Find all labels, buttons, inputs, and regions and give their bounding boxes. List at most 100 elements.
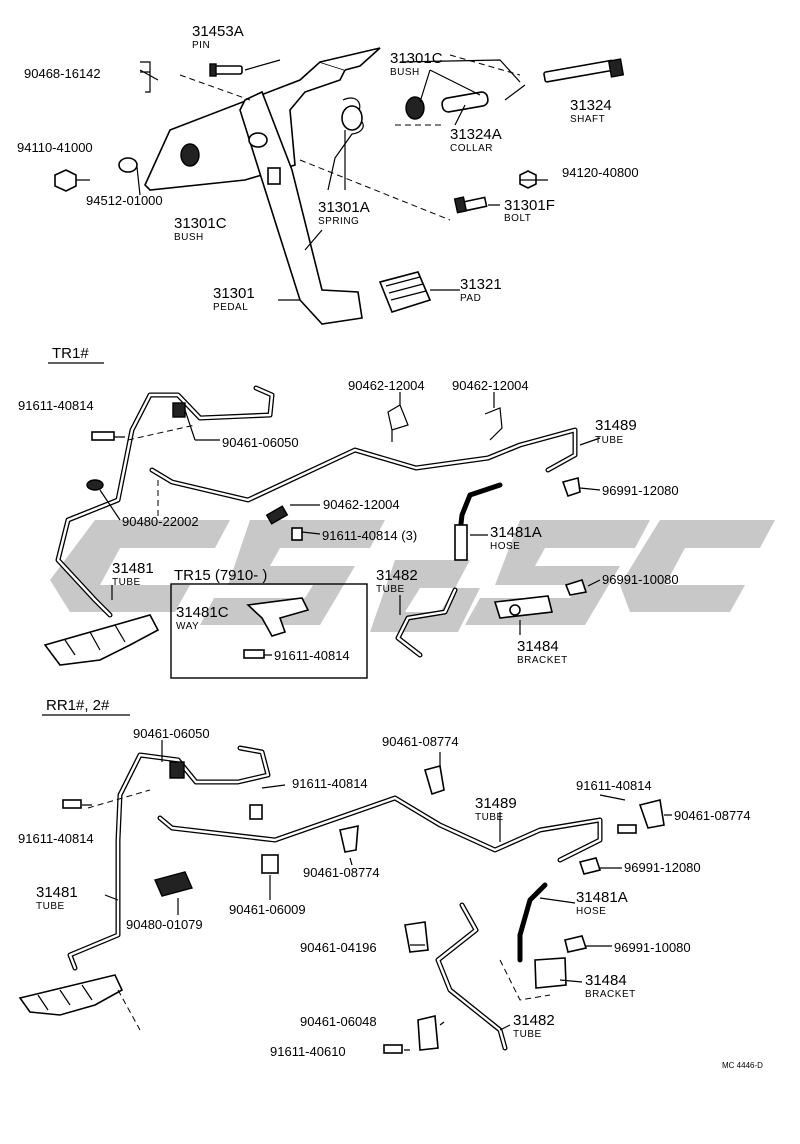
label-a14: 31481C bbox=[176, 604, 229, 621]
bracket-icon bbox=[534, 957, 567, 989]
label-b14: 90461-04196 bbox=[300, 940, 377, 955]
label-b9: 96991-12080 bbox=[624, 860, 701, 875]
rr-assembly bbox=[18, 740, 672, 1054]
label-b8: 90461-08774 bbox=[303, 865, 380, 880]
label-a16-name: BRACKET bbox=[517, 655, 568, 666]
label-b4-name: TUBE bbox=[475, 812, 504, 823]
label-b12: 31481A bbox=[576, 889, 628, 906]
label-31301: 31301 bbox=[213, 285, 255, 302]
way-icon bbox=[246, 597, 310, 637]
label-a15: 91611-40814 bbox=[274, 648, 350, 663]
label-b4: 31489 bbox=[475, 795, 517, 812]
label-b10-name: TUBE bbox=[36, 901, 65, 912]
label-a14-name: WAY bbox=[176, 621, 199, 632]
label-b2: 90461-08774 bbox=[382, 734, 459, 749]
label-a11-name: TUBE bbox=[112, 577, 141, 588]
section-title-tr15: TR15 (7910- ) bbox=[174, 567, 267, 584]
label-b5: 91611-40814 bbox=[576, 778, 652, 793]
label-a3: 90462-12004 bbox=[452, 378, 529, 393]
label-a12: 31482 bbox=[376, 567, 418, 584]
label-b6: 91611-40814 bbox=[18, 831, 94, 846]
label-31301-name: PEDAL bbox=[213, 302, 248, 313]
label-31324A: 31324A bbox=[450, 126, 502, 143]
clip-icon bbox=[387, 404, 409, 442]
label-b18: 31482 bbox=[513, 1012, 555, 1029]
bolt-icon bbox=[62, 799, 82, 809]
label-31324A-name: COLLAR bbox=[450, 143, 493, 154]
label-94512: 94512-01000 bbox=[86, 193, 163, 208]
master-cylinder-icon bbox=[43, 614, 160, 666]
label-31321: 31321 bbox=[460, 276, 502, 293]
label-b1: 90461-06050 bbox=[133, 726, 210, 741]
label-b19: 91611-40610 bbox=[270, 1044, 346, 1059]
label-b13: 90480-01079 bbox=[126, 917, 203, 932]
label-a8: 90480-22002 bbox=[122, 514, 199, 529]
bush-icon bbox=[180, 143, 200, 167]
section-title-rr: RR1#, 2# bbox=[46, 697, 110, 714]
tr15-inset: TR15 (7910- ) bbox=[170, 567, 368, 679]
label-31301C-bottom: 31301C bbox=[174, 215, 227, 232]
label-31321-name: PAD bbox=[460, 293, 481, 304]
washer-icon bbox=[118, 157, 138, 173]
label-94120: 94120-40800 bbox=[562, 165, 639, 180]
label-a10: 31481A bbox=[490, 524, 542, 541]
label-b7: 90461-08774 bbox=[674, 808, 751, 823]
label-b10: 31481 bbox=[36, 884, 78, 901]
rr-labels: 90461-06050 90461-08774 91611-40814 3148… bbox=[18, 726, 751, 1059]
label-a11: 31481 bbox=[112, 560, 154, 577]
label-31453A: 31453A bbox=[192, 23, 244, 40]
clip-icon bbox=[139, 61, 159, 93]
tr1-labels: 91611-40814 90462-12004 90462-12004 3148… bbox=[18, 378, 679, 666]
label-31301A: 31301A bbox=[318, 199, 370, 216]
shaft-icon bbox=[543, 59, 615, 83]
pedal-assembly bbox=[54, 47, 625, 325]
label-b18-name: TUBE bbox=[513, 1029, 542, 1040]
bolt-icon bbox=[243, 649, 265, 659]
label-a10-name: HOSE bbox=[490, 541, 520, 552]
tr1-assembly bbox=[43, 385, 601, 666]
nut-icon bbox=[54, 169, 77, 192]
label-a1: 91611-40814 bbox=[18, 398, 94, 413]
label-b3: 91611-40814 bbox=[292, 776, 368, 791]
pedal-labels: 31453A PIN 90468-16142 31301C BUSH 31324… bbox=[17, 23, 639, 313]
label-a9: 91611-40814 (3) bbox=[322, 528, 417, 543]
label-31453A-name: PIN bbox=[192, 40, 210, 51]
watermark-logo bbox=[50, 520, 775, 632]
label-b12-name: HOSE bbox=[576, 906, 606, 917]
master-cylinder-icon bbox=[18, 974, 124, 1016]
label-a4: 31489 bbox=[595, 417, 637, 434]
label-b11: 90461-06009 bbox=[229, 902, 306, 917]
label-a4-name: TUBE bbox=[595, 435, 624, 446]
label-a5: 90461-06050 bbox=[222, 435, 299, 450]
label-31301A-name: SPRING bbox=[318, 216, 359, 227]
label-b17: 90461-06048 bbox=[300, 1014, 377, 1029]
label-b16: 31484 bbox=[585, 972, 627, 989]
bracket-icon bbox=[493, 595, 553, 619]
label-31301C-top: 31301C bbox=[390, 50, 443, 67]
figure-code: MC 4446-D bbox=[722, 1061, 763, 1070]
label-b15: 96991-10080 bbox=[614, 940, 691, 955]
label-b16-name: BRACKET bbox=[585, 989, 636, 1000]
label-90468: 90468-16142 bbox=[24, 66, 101, 81]
label-a13: 96991-10080 bbox=[602, 572, 679, 587]
label-a7: 90462-12004 bbox=[323, 497, 400, 512]
collar-icon bbox=[441, 91, 489, 113]
pedal-arm bbox=[239, 90, 363, 325]
label-a16: 31484 bbox=[517, 638, 559, 655]
label-31301C-top-name: BUSH bbox=[390, 67, 420, 78]
section-title-tr1: TR1# bbox=[52, 345, 89, 362]
label-31324: 31324 bbox=[570, 97, 612, 114]
label-a6: 96991-12080 bbox=[602, 483, 679, 498]
label-31301F-name: BOLT bbox=[504, 213, 531, 224]
label-31301F: 31301F bbox=[504, 197, 555, 214]
pad-icon bbox=[378, 271, 432, 313]
grommet-icon bbox=[154, 871, 193, 897]
bolt-icon bbox=[91, 431, 115, 441]
label-a12-name: TUBE bbox=[376, 584, 405, 595]
label-31324-name: SHAFT bbox=[570, 114, 605, 125]
clamp-icon bbox=[172, 402, 186, 418]
label-a2: 90462-12004 bbox=[348, 378, 425, 393]
label-94110: 94110-41000 bbox=[17, 140, 93, 155]
label-31301C-bottom-name: BUSH bbox=[174, 232, 204, 243]
